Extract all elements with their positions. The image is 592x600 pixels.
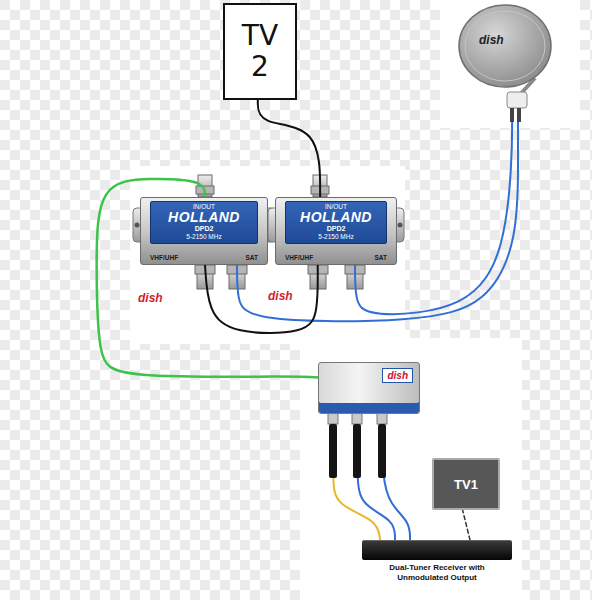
dish-logo: dish	[479, 34, 504, 46]
brand-logo: dish	[138, 292, 163, 304]
lnb-port	[517, 108, 521, 122]
photo-ground	[300, 338, 522, 600]
diplexer: IN/OUTHOLLANDDPD25-2150 MHzVHF/UHF SAT	[140, 197, 268, 265]
model-number: DPD2	[154, 225, 254, 233]
port-name: SAT	[374, 254, 387, 262]
receiver-caption: Dual-Tuner Receiver with Unmodulated Out…	[375, 563, 499, 582]
model-number: DPD2	[289, 225, 383, 233]
cable-wire	[205, 265, 318, 333]
dish-reflector	[459, 5, 551, 87]
port-name: IN/OUT	[289, 203, 383, 210]
tv-box: TV 2	[223, 3, 297, 100]
cable-wire	[258, 100, 320, 197]
cable-wire	[333, 414, 380, 540]
port-labels: VHF/UHF SAT	[285, 254, 387, 262]
mounting-hole	[135, 223, 140, 228]
frequency-range: 5-2150 MHz	[289, 233, 383, 240]
frequency-range: 5-2150 MHz	[154, 233, 254, 240]
receiver: Dual-Tuner Receiver with Unmodulated Out…	[362, 540, 512, 582]
receiver-body	[362, 540, 512, 560]
satellite-dish: dish	[455, 2, 567, 122]
cable-wire	[237, 122, 518, 321]
cable-wire	[463, 510, 470, 540]
diplexer: IN/OUTHOLLANDDPD25-2150 MHzVHF/UHF SAT	[275, 197, 397, 265]
coax-cable	[353, 424, 361, 478]
cable-wire	[382, 414, 410, 540]
multiswitch: dish	[318, 362, 420, 414]
coax-cable	[378, 424, 386, 478]
brand-name: HOLLAND	[289, 210, 383, 225]
port-name: VHF/UHF	[285, 254, 313, 262]
dish-illustration	[455, 2, 567, 122]
brand-logo: dish	[268, 290, 293, 302]
tv-box: TV1	[432, 458, 500, 510]
tv-name: TV 2	[238, 21, 282, 83]
port-name: VHF/UHF	[150, 254, 178, 262]
tv-label: TV 2	[238, 21, 282, 83]
brand-name: HOLLAND	[154, 210, 254, 225]
lnb-housing	[507, 92, 527, 108]
switch-logo: dish	[382, 368, 413, 383]
port-name: IN/OUT	[154, 203, 254, 210]
lnb-port	[510, 108, 514, 122]
cable-wire	[357, 414, 395, 540]
tv-label: TV1	[454, 478, 478, 491]
port-name: SAT	[245, 254, 258, 262]
coax-cable	[329, 424, 337, 478]
diplexer-label: IN/OUTHOLLANDDPD25-2150 MHz	[150, 201, 258, 244]
diplexer-label: IN/OUTHOLLANDDPD25-2150 MHz	[285, 201, 387, 244]
photo-ground	[440, 0, 580, 128]
port-labels: VHF/UHF SAT	[150, 254, 258, 262]
dish-rim	[465, 11, 545, 81]
tv-name: TV1	[454, 478, 478, 491]
brand-name: dish	[479, 34, 504, 46]
device-caption: Dual-Tuner Receiver with Unmodulated Out…	[375, 563, 499, 582]
mounting-hole	[398, 223, 403, 228]
brand-name: dish	[387, 370, 408, 381]
